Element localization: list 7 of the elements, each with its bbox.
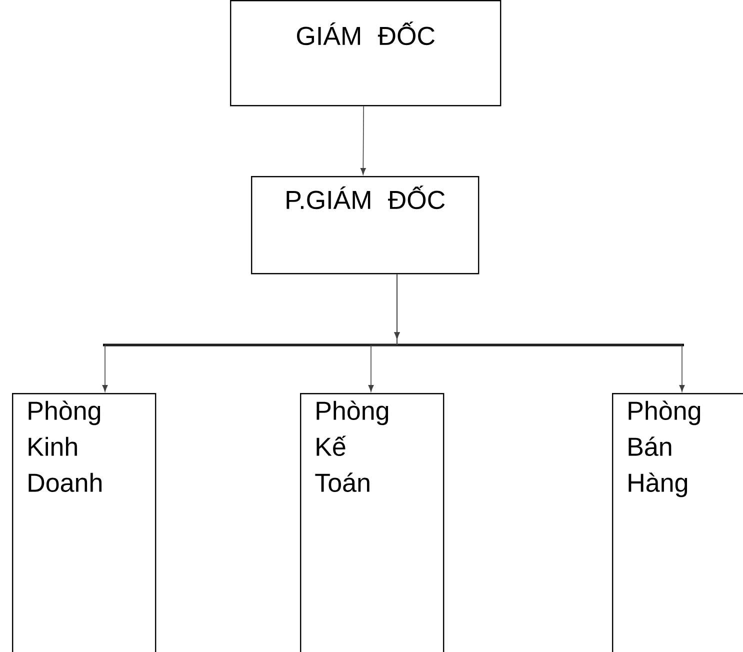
org-box: P.GIÁM ĐỐC [251, 176, 480, 274]
org-box: GIÁM ĐỐC [230, 0, 502, 106]
org-box: Phòng Kinh Doanh [12, 392, 156, 652]
org-box: Phòng Bán Hàng [612, 392, 743, 652]
arrow [360, 106, 366, 175]
org-box: Phòng Kế Toán [300, 392, 444, 652]
arrow [394, 274, 685, 392]
